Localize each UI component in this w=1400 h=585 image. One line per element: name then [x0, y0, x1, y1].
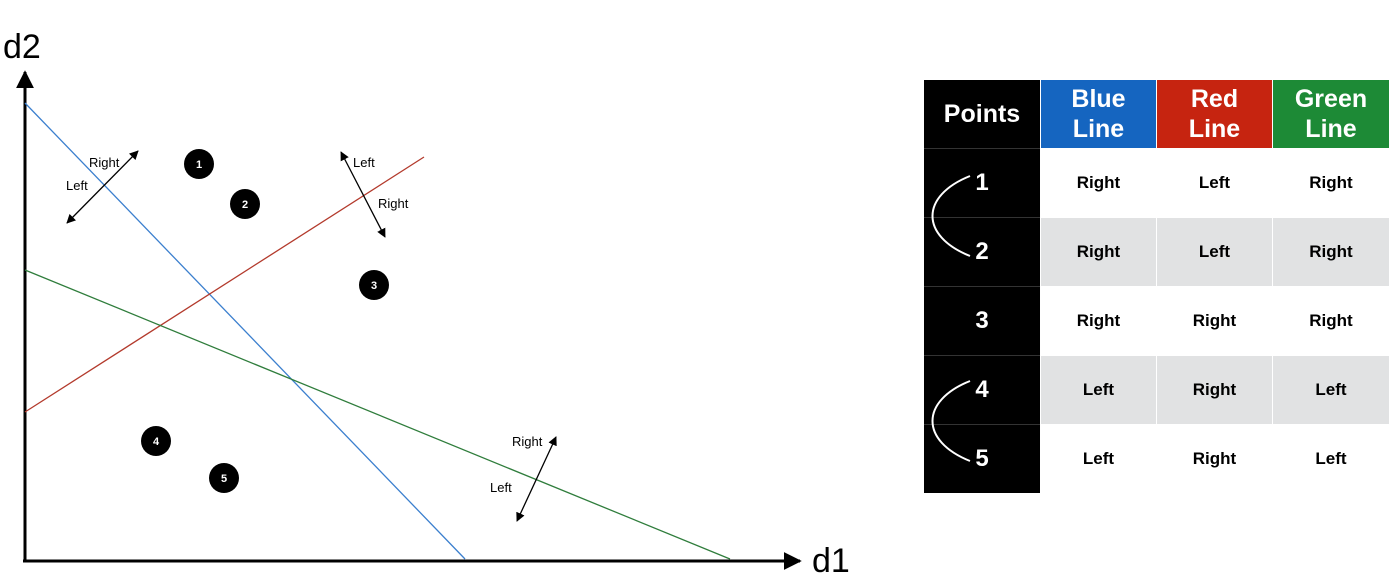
x-axis-label: d1	[812, 542, 850, 580]
point-1: 1	[184, 149, 214, 179]
red-direction-arrow	[340, 151, 386, 238]
header-points: Points	[924, 80, 1041, 149]
red-cell: Left	[1156, 217, 1273, 287]
green-left-label: Left	[490, 480, 512, 495]
point-2: 2	[230, 189, 260, 219]
point-3-label: 3	[371, 280, 377, 292]
blue-cell: Left	[1040, 424, 1157, 493]
blue-cell: Left	[1040, 355, 1157, 425]
table-row: 1 Right Left Right	[924, 148, 1389, 218]
point-cell: 3	[924, 286, 1041, 356]
point-cell: 4	[924, 355, 1041, 425]
point-5-label: 5	[221, 473, 227, 485]
point-4-label: 4	[153, 436, 160, 448]
green-cell: Left	[1272, 355, 1389, 425]
green-cell: Right	[1272, 217, 1389, 287]
blue-cell: Right	[1040, 286, 1157, 356]
point-cell: 2	[924, 217, 1041, 287]
red-right-label: Right	[378, 196, 409, 211]
blue-cell: Right	[1040, 148, 1157, 218]
blue-direction-arrow	[66, 150, 139, 224]
table-row: 4 Left Right Left	[924, 355, 1389, 425]
green-right-label: Right	[512, 434, 543, 449]
red-cell: Left	[1156, 148, 1273, 218]
blue-right-label: Right	[89, 155, 120, 170]
point-4: 4	[141, 426, 171, 456]
table-row: 2 Right Left Right	[924, 217, 1389, 287]
red-left-label: Left	[353, 155, 375, 170]
red-cell: Right	[1156, 424, 1273, 493]
green-line	[24, 269, 731, 560]
point-5: 5	[209, 463, 239, 493]
point-3: 3	[359, 270, 389, 300]
blue-left-label: Left	[66, 178, 88, 193]
red-cell: Right	[1156, 355, 1273, 425]
green-cell: Right	[1272, 148, 1389, 218]
y-axis-label: d2	[3, 28, 41, 66]
table-row: 3 Right Right Right	[924, 286, 1389, 356]
red-cell: Right	[1156, 286, 1273, 356]
point-cell: 1	[924, 148, 1041, 218]
blue-cell: Right	[1040, 217, 1157, 287]
green-cell: Left	[1272, 424, 1389, 493]
point-cell: 5	[924, 424, 1041, 493]
green-cell: Right	[1272, 286, 1389, 356]
blue-line	[24, 102, 466, 560]
point-1-label: 1	[196, 159, 202, 171]
line-side-diagram: d2 d1 Right Left Left Right Right Left 1…	[3, 28, 850, 580]
point-2-label: 2	[242, 199, 248, 211]
green-direction-arrow	[516, 436, 557, 522]
table-row: 5 Left Right Left	[924, 424, 1389, 493]
